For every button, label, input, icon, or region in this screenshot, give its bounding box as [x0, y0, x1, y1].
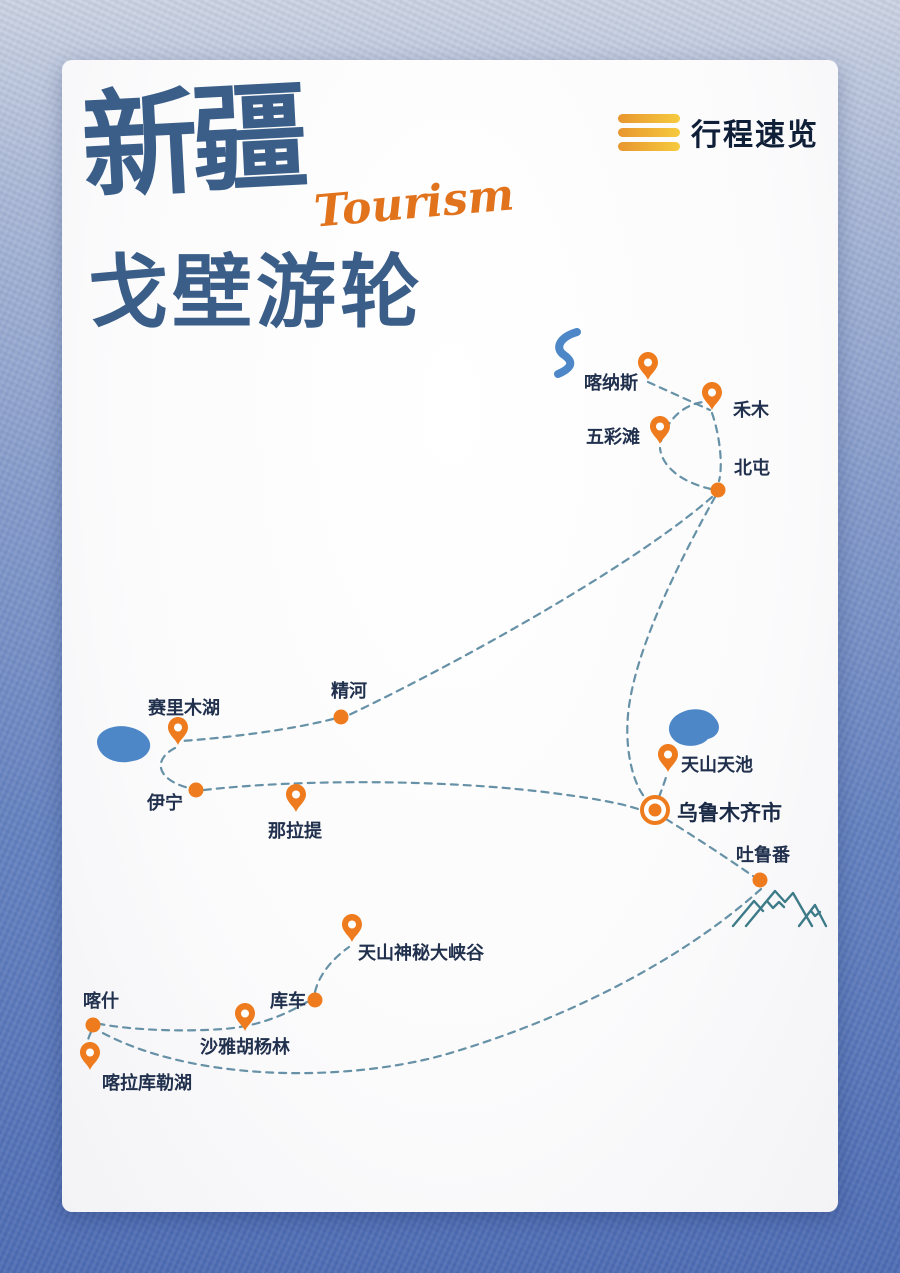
sailimu-lake-icon [97, 726, 151, 763]
marker-kuche [307, 992, 323, 1008]
pin-hole [644, 358, 652, 367]
route-kuche-kashi [98, 1000, 309, 1032]
mountain-icon [765, 899, 786, 910]
map-label-wucaitan: 五彩滩 [586, 426, 640, 447]
route-hemu-beitun [710, 411, 722, 483]
route-wulumuqi-tianchi [657, 772, 669, 799]
dot-icon [333, 709, 349, 725]
pin-hole [292, 790, 300, 799]
marker-yining [188, 782, 204, 798]
route-beitun-wucaitan [658, 446, 713, 491]
route-jinghe-sailimuhu [179, 717, 335, 743]
map-label-beitun: 北屯 [734, 457, 770, 478]
hub-core [648, 803, 662, 817]
marker-shaya [235, 1003, 255, 1031]
map-label-nalati: 那拉提 [268, 820, 323, 841]
route-beitun-wulumuqi [626, 495, 717, 802]
map-label-yining: 伊宁 [146, 792, 183, 813]
route-beitun-jinghe [347, 495, 714, 717]
map-label-hemu: 禾木 [733, 399, 770, 420]
map-label-shaya: 沙雅胡杨林 [200, 1036, 290, 1057]
pin-hole [708, 388, 716, 397]
map-label-kalakule: 喀拉库勒湖 [102, 1072, 192, 1093]
dot-icon [710, 482, 726, 498]
map-label-tulufan: 吐鲁番 [736, 844, 791, 865]
pin-hole [86, 1048, 94, 1057]
route-kanasi-hemu [646, 380, 712, 412]
pin-hole [664, 750, 672, 759]
marker-wucaitan [650, 416, 670, 444]
map-label-tianchi: 天山天池 [681, 754, 753, 775]
marker-tianchi [658, 744, 678, 772]
marker-jinghe [333, 709, 349, 725]
map-label-kanasi: 喀纳斯 [584, 372, 638, 393]
poster-card: 喀纳斯禾木五彩滩北屯精河赛里木湖伊宁那拉提 天山天池乌鲁木齐市吐鲁番天山神秘大峡谷… [62, 60, 838, 1212]
map-label-daxiagu: 天山神秘大峡谷 [358, 942, 485, 963]
marker-daxiagu [342, 914, 362, 942]
kanas-river-icon [554, 328, 581, 378]
marker-kanasi [638, 352, 658, 380]
marker-kashi [85, 1017, 101, 1033]
route-tulufan-kashi [97, 887, 763, 1075]
marker-kalakule [80, 1042, 100, 1070]
pin-hole [656, 422, 664, 431]
marker-wulumuqi [640, 795, 670, 825]
marker-tulufan [752, 872, 768, 888]
marker-beitun [710, 482, 726, 498]
mountain-icon [809, 909, 822, 918]
marker-hemu [702, 382, 722, 410]
route-sailimuhu-yining [159, 746, 191, 790]
route-wulumuqi-tulufan [664, 817, 755, 878]
map-label-kuche: 库车 [270, 990, 306, 1011]
mountain-icon [744, 889, 814, 928]
dot-icon [85, 1017, 101, 1033]
dot-icon [188, 782, 204, 798]
marker-sailimuhu [168, 717, 188, 745]
mountain-icon [797, 903, 828, 928]
map-label-jinghe: 精河 [331, 680, 367, 701]
dot-icon [752, 872, 768, 888]
map-label-kashi: 喀什 [83, 990, 119, 1011]
map-label-sailimuhu: 赛里木湖 [147, 697, 220, 718]
dot-icon [307, 992, 323, 1008]
route-yining-wulumuqi [202, 781, 643, 812]
marker-nalati [286, 784, 306, 812]
pin-hole [241, 1009, 249, 1018]
map-label-wulumuqi: 乌鲁木齐市 [677, 801, 782, 825]
pin-hole [174, 723, 182, 732]
pin-hole [348, 920, 356, 929]
tianchi-lake-icon [668, 709, 719, 746]
route-kuche-daxiagu [313, 945, 351, 994]
